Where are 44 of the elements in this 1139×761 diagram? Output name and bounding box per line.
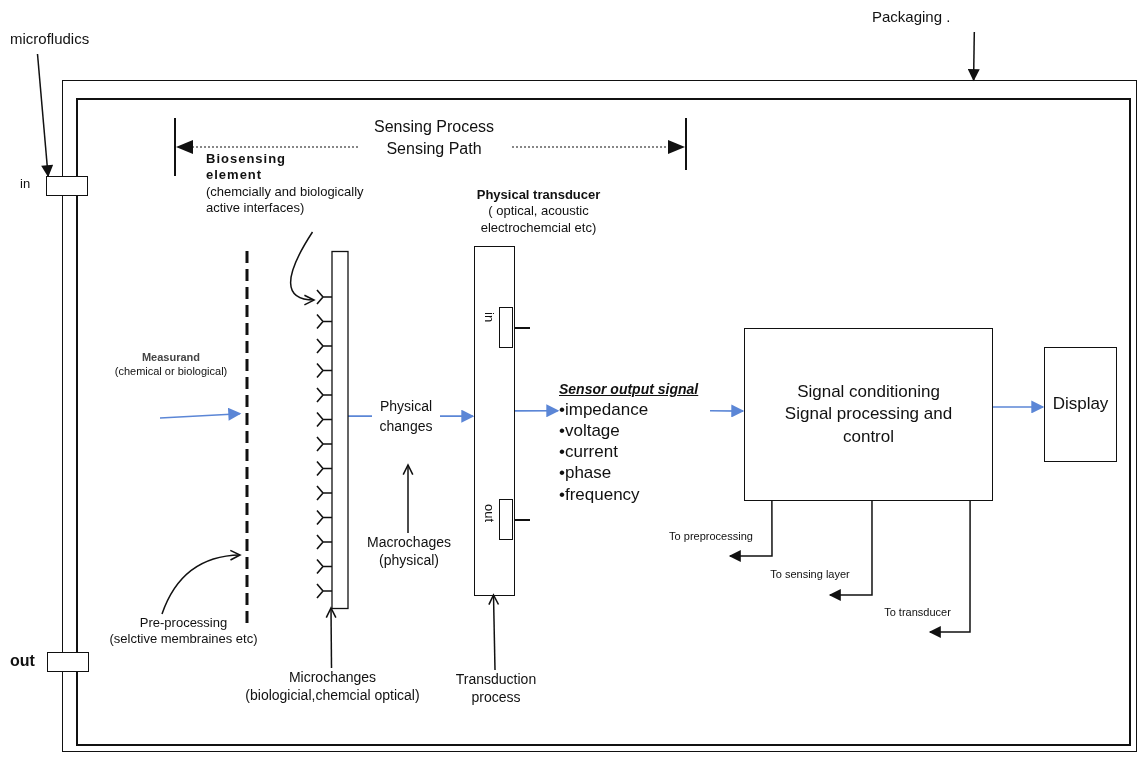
annotation-text: Transduction process xyxy=(454,671,538,706)
arrow xyxy=(159,407,242,421)
process-box: Signal conditioning Signal processing and control xyxy=(744,328,993,501)
port-label: in xyxy=(482,312,497,323)
annotation-text: Macrochages xyxy=(366,534,451,552)
annotation-text: Measurand xyxy=(141,351,201,365)
arrow xyxy=(728,499,773,562)
arrow xyxy=(967,31,980,82)
display-box: Display xyxy=(1044,347,1117,462)
annotation-text: ( optical, acoustic electrochemcial etc) xyxy=(479,203,598,236)
biosensing-layer-drawing xyxy=(313,251,351,611)
arrow xyxy=(325,607,337,669)
port-label: in xyxy=(20,176,31,191)
dimension-label: Sensing Process xyxy=(372,118,496,136)
arrow xyxy=(488,594,500,671)
annotation-text: Packaging . xyxy=(872,8,951,27)
annotation-text: Pre-processing xyxy=(139,615,228,632)
annotation-text: (selctive membraines etc) xyxy=(109,631,258,648)
list-item: •current xyxy=(559,441,618,463)
heading: Sensor output signal xyxy=(559,381,699,399)
arrow xyxy=(289,231,315,305)
port-label: out xyxy=(482,504,497,523)
arrow xyxy=(402,464,414,534)
arrow xyxy=(991,400,1045,414)
list-item: •frequency xyxy=(559,483,640,505)
annotation-text: (biologicial,chemcial optical) xyxy=(245,686,420,704)
annotation-text: (physical) xyxy=(379,551,439,569)
list-item: •voltage xyxy=(559,419,620,441)
arrow xyxy=(513,404,560,418)
arrow xyxy=(709,404,745,418)
annotation-text: (chemical or biological) xyxy=(114,364,228,379)
list-item: •impedance xyxy=(559,398,649,420)
arrow xyxy=(928,499,971,638)
heading: Physical transducer xyxy=(476,187,601,204)
list-item: •phase xyxy=(559,462,612,484)
arrow xyxy=(36,53,54,178)
heading: Biosensing element xyxy=(206,151,288,184)
arrow xyxy=(161,550,241,615)
arrow xyxy=(828,499,873,601)
port-label: out xyxy=(10,652,35,670)
annotation-text: Microchanges xyxy=(288,669,377,687)
annotation-text: microfludics xyxy=(10,30,90,49)
annotation-text: (chemcially and biologically active interfaces) xyxy=(206,183,365,216)
dimension-label: Sensing Path xyxy=(385,140,483,158)
